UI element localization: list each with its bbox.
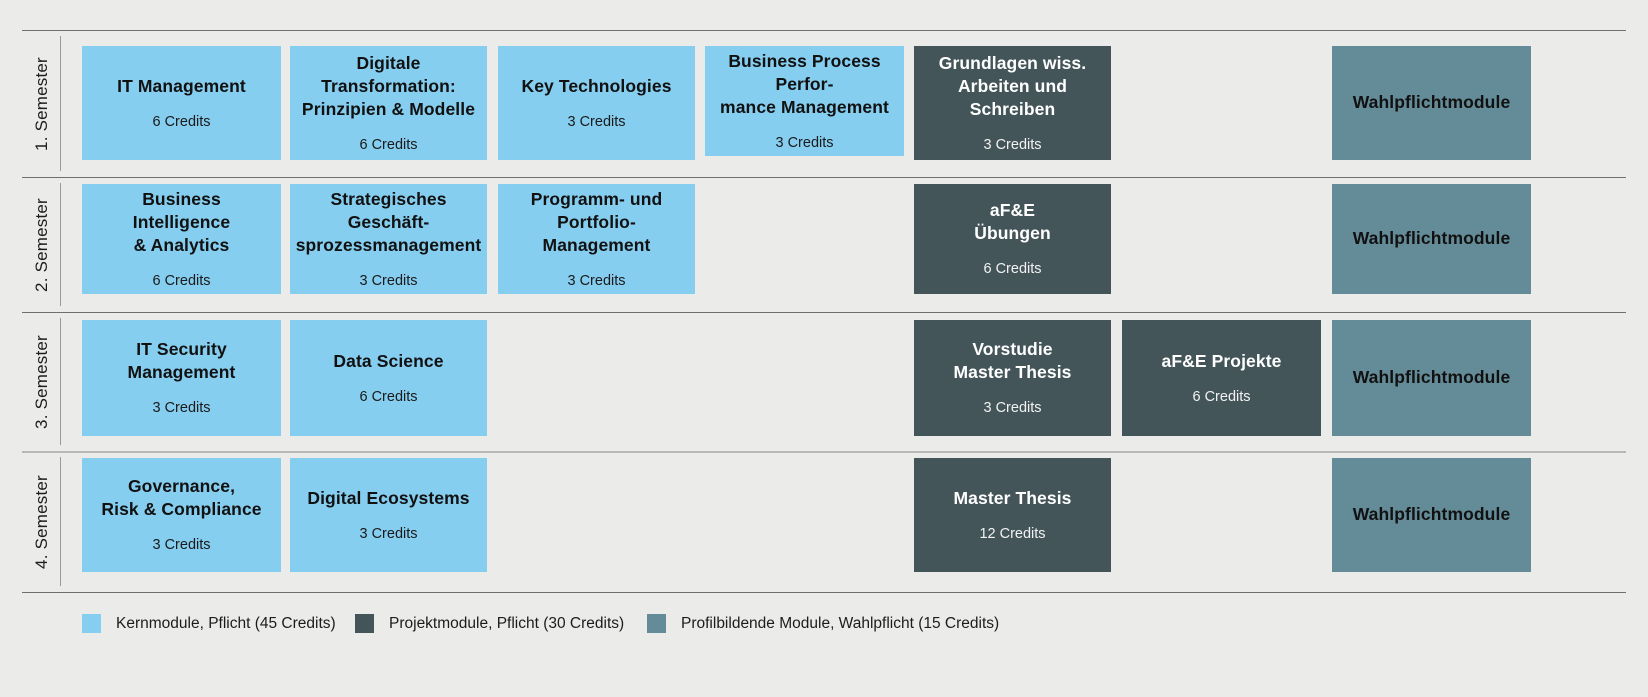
module-box[interactable]: Wahlpflichtmodule [1332, 184, 1531, 294]
module-title: Digital Ecosystems [307, 487, 470, 508]
module-credits: 6 Credits [359, 388, 418, 405]
module-credits: 6 Credits [359, 136, 418, 153]
module-title: Wahlpflichtmodule [1352, 228, 1511, 249]
row-divider-3 [22, 312, 1626, 313]
module-title: Grundlagen wiss.Arbeiten und Schreiben [938, 52, 1087, 119]
legend-label: Kernmodule, Pflicht (45 Credits) [116, 614, 336, 632]
module-box[interactable]: Digitale Transformation:Prinzipien & Mod… [290, 46, 487, 160]
module-box[interactable]: aF&E Projekte 6 Credits [1122, 320, 1321, 436]
module-title: Master Thesis [953, 487, 1072, 508]
module-title: Strategisches Geschäft-sprozessmanagemen… [295, 188, 482, 255]
module-title: Wahlpflichtmodule [1352, 92, 1511, 113]
legend-item-core: Kernmodule, Pflicht (45 Credits) [82, 614, 336, 633]
module-title: Wahlpflichtmodule [1352, 504, 1511, 525]
legend-item-project: Projektmodule, Pflicht (30 Credits) [355, 614, 624, 633]
legend-swatch-elective-icon [647, 614, 666, 633]
module-title: aF&E Projekte [1161, 350, 1282, 371]
module-credits: 12 Credits [979, 525, 1046, 542]
module-title: Governance,Risk & Compliance [101, 476, 262, 520]
legend-swatch-project-icon [355, 614, 374, 633]
module-box[interactable]: Key Technologies 3 Credits [498, 46, 695, 160]
semester-label-3: 3. Semester [32, 334, 51, 429]
semester-label-divider-1 [60, 36, 61, 171]
semester-label-divider-4 [60, 457, 61, 586]
module-box[interactable]: IT Management 6 Credits [82, 46, 281, 160]
module-title: Key Technologies [521, 75, 672, 96]
legend-label: Projektmodule, Pflicht (30 Credits) [389, 614, 625, 632]
module-box[interactable]: Wahlpflichtmodule [1332, 46, 1531, 160]
row-divider-1 [22, 30, 1626, 31]
module-title: Data Science [333, 350, 444, 371]
module-title: Digitale Transformation:Prinzipien & Mod… [301, 52, 476, 119]
module-credits: 6 Credits [152, 113, 211, 130]
module-credits: 3 Credits [567, 113, 626, 130]
module-credits: 3 Credits [152, 400, 211, 417]
module-credits: 3 Credits [983, 136, 1042, 153]
legend-item-elective: Profilbildende Module, Wahlpflicht (15 C… [647, 614, 999, 633]
module-credits: 6 Credits [983, 261, 1042, 278]
module-credits: 3 Credits [983, 400, 1042, 417]
module-box[interactable]: Digital Ecosystems 3 Credits [290, 458, 487, 572]
semester-label-divider-3 [60, 318, 61, 445]
module-credits: 3 Credits [359, 272, 418, 289]
module-credits: 3 Credits [775, 134, 834, 151]
module-title: Business Intelligence& Analytics [132, 188, 231, 255]
semester-label-4: 4. Semester [32, 474, 51, 569]
module-title: Business Process Perfor-mance Management [720, 50, 889, 117]
module-credits: 6 Credits [1192, 388, 1251, 405]
legend-swatch-core-icon [82, 614, 101, 633]
semester-label-2: 2. Semester [32, 197, 51, 292]
row-divider-2 [22, 177, 1626, 178]
module-box[interactable]: Master Thesis 12 Credits [914, 458, 1111, 572]
module-box[interactable]: Wahlpflichtmodule [1332, 320, 1531, 436]
module-box[interactable]: Governance,Risk & Compliance 3 Credits [82, 458, 281, 572]
module-box[interactable]: Strategisches Geschäft-sprozessmanagemen… [290, 184, 487, 294]
module-title: Wahlpflichtmodule [1352, 367, 1511, 388]
module-box[interactable]: Business Process Perfor-mance Management… [705, 46, 904, 156]
module-box[interactable]: Grundlagen wiss.Arbeiten und Schreiben 3 … [914, 46, 1111, 160]
module-credits: 3 Credits [567, 272, 626, 289]
row-divider-4 [22, 451, 1626, 453]
module-credits: 3 Credits [359, 525, 418, 542]
semester-label-divider-2 [60, 183, 61, 306]
legend-label: Profilbildende Module, Wahlpflicht (15 C… [681, 614, 1000, 632]
semester-label-1: 1. Semester [32, 56, 51, 151]
module-box[interactable]: Data Science 6 Credits [290, 320, 487, 436]
module-title: IT Management [117, 75, 246, 96]
module-box[interactable]: Business Intelligence& Analytics 6 Credit… [82, 184, 281, 294]
module-credits: 3 Credits [152, 537, 211, 554]
module-credits: 6 Credits [152, 272, 211, 289]
module-box[interactable]: Wahlpflichtmodule [1332, 458, 1531, 572]
legend-divider [22, 592, 1626, 593]
